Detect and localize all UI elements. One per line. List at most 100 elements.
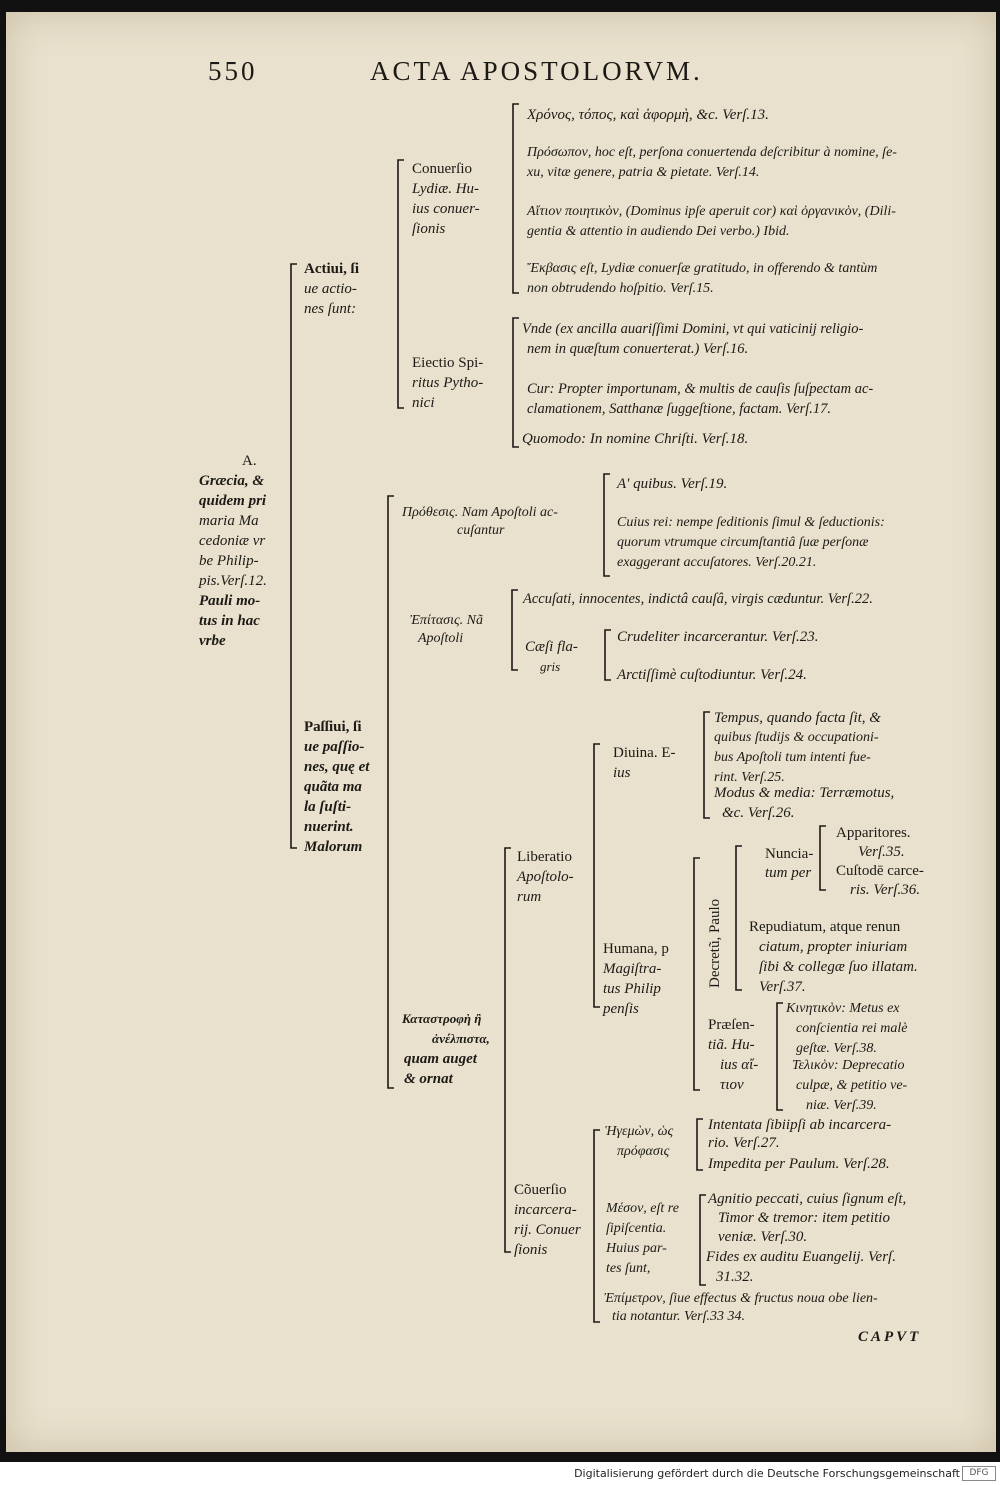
- epitasis-crudeliter: Crudeliter incarcerantur. Verſ.23.: [617, 629, 819, 645]
- nunciatum-label-1: tum per: [765, 865, 812, 881]
- bracket-nunciatum: [819, 825, 826, 891]
- prothesis-item-2b: quorum vtrumque circumſtantiâ ſuæ perſon…: [617, 535, 869, 550]
- eiectio-label-0: Eiectio Spi-: [412, 355, 484, 371]
- passiui-label-2: nes, quę et: [304, 759, 370, 775]
- decretum-label: Decretũ, Paulo: [707, 898, 723, 988]
- meson-label-1: ſipiſcentia.: [606, 1221, 667, 1236]
- actiui-label-1: ue actio-: [304, 281, 357, 297]
- meson-item-2a: Fides ex auditu Euangelij. Verſ.: [706, 1249, 896, 1265]
- conuersio-item-3b: gentia & attentio in audiendo Dei verbo.…: [527, 224, 790, 239]
- telikon-2: niæ. Verſ.39.: [806, 1098, 877, 1113]
- conuersio-item-2b: xu, vitæ genere, patria & pietate. Verſ.…: [527, 165, 760, 180]
- conuersio-label-2: ius conuer-: [412, 201, 480, 217]
- hegemon-label-0: Ἡγεμὼν, ὡς: [605, 1124, 674, 1139]
- bracket-katastrophe: [504, 847, 511, 1253]
- hegemon-label-1: πρόφασις: [617, 1144, 670, 1159]
- eiectio-item-1a: Vnde (ex ancilla auariſſimi Domini, vt q…: [522, 321, 864, 337]
- footer-credit: Digitalisierung gefördert durch die Deut…: [574, 1467, 960, 1480]
- root-label-0: A.: [242, 453, 257, 469]
- bracket-decretum: [735, 845, 742, 991]
- repudiatum-3: Verſ.37.: [759, 979, 806, 995]
- epitasis-arctissime: Arctiſſimè cuſtodiuntur. Verſ.24.: [617, 667, 807, 683]
- meson-label-0: Μέσον, eſt re: [606, 1201, 679, 1216]
- bracket-prothesis: [603, 473, 610, 577]
- bracket-passiui: [387, 495, 394, 1089]
- repudiatum-2: ſibi & collegæ ſuo illatam.: [759, 959, 918, 975]
- liberatio-label-0: Liberatio: [517, 849, 572, 865]
- root-label-2: quidem pri: [199, 493, 267, 509]
- praesentia-0: Præſen-: [708, 1017, 755, 1033]
- epitasis-accusati: Accuſati, innocentes, indictâ cauſâ, vir…: [523, 591, 873, 607]
- repudiatum-1: ciatum, propter iniuriam: [759, 939, 908, 955]
- diuina-tempus-1: quibus ſtudijs & occupationi-: [714, 730, 879, 745]
- eiectio-item-2a: Cur: Propter importunam, & multis de cau…: [527, 381, 874, 397]
- meson-item-1c: veniæ. Verſ.30.: [718, 1229, 808, 1245]
- prothesis-label-0: Πρόθεσις. Nam Apoſtoli ac-: [402, 505, 558, 520]
- epitasis-label-0: Ἐπίτασις. Nã: [410, 613, 483, 628]
- praesentia-1: tiã. Hu-: [708, 1037, 755, 1053]
- liberatio-label-2: rum: [517, 889, 542, 905]
- root-label-6: pis.Verſ.12.: [199, 573, 267, 589]
- footer-bar: Digitalisierung gefördert durch die Deut…: [0, 1462, 1000, 1485]
- katastrophe-label-3: & ornat: [404, 1071, 453, 1087]
- conuersio-item-1: Χρόνος, τόπος, καὶ ἀφορμὴ, &c. Verſ.13.: [527, 107, 769, 123]
- catchword: CAPVT: [858, 1329, 922, 1345]
- passiui-label-3: quãta ma: [304, 779, 362, 795]
- diuina-tempus-0: Tempus, quando facta ſit, &: [714, 710, 881, 726]
- bracket-meson: [699, 1194, 706, 1286]
- humana-label-2: tus Philip: [603, 981, 661, 997]
- humana-label-1: Magiſtra-: [603, 961, 662, 977]
- dfg-logo: DFG: [962, 1466, 996, 1481]
- kinetikon-0: Κινητικὸν: Metus ex: [786, 1001, 900, 1016]
- hegemon-item-2: Impedita per Paulum. Verſ.28.: [708, 1156, 890, 1172]
- epitasis-label-1: Apoſtoli: [418, 631, 464, 646]
- apparitores-0: Apparitores.: [836, 825, 911, 841]
- root-label-9: vrbe: [199, 633, 226, 649]
- liberatio-label-1: Apoſtolo-: [517, 869, 574, 885]
- prothesis-item-1: A' quibus. Verſ.19.: [617, 476, 728, 492]
- bracket-hegemon: [696, 1118, 703, 1171]
- couersio-label-3: ſionis: [514, 1242, 548, 1258]
- actiui-label-0: Actiui, ſi: [304, 261, 359, 277]
- eiectio-label-2: nici: [412, 395, 435, 411]
- passiui-label-4: la ſuſti-: [304, 799, 352, 815]
- meson-item-1b: Timor & tremor: item petitio: [718, 1210, 890, 1226]
- root-label-4: cedoniæ vr: [199, 533, 266, 549]
- praesentia-3: τιον: [720, 1077, 744, 1093]
- bracket-actiui: [397, 159, 404, 409]
- prothesis-label-1: cuſantur: [457, 523, 505, 538]
- root-label-5: be Philip-: [199, 553, 259, 569]
- diuina-tempus-3: rint. Verſ.25.: [714, 770, 785, 785]
- bracket-humana: [693, 857, 700, 1091]
- passiui-label-5: nuerint.: [304, 819, 354, 835]
- couersio-label-2: rij. Conuer: [514, 1222, 581, 1238]
- conuersio-item-4a: Ἔκβασις eſt, Lydiæ conuerſæ gratitudo, i…: [527, 261, 878, 276]
- bracket-epitasis: [511, 589, 518, 671]
- actiui-label-2: nes ſunt:: [304, 301, 357, 317]
- telikon-0: Τελικὸν: Deprecatio: [792, 1058, 905, 1073]
- conuersio-label-0: Conuerſio: [412, 161, 472, 177]
- bracket-root: [290, 263, 297, 849]
- couersio-label-0: Cõuerſio: [514, 1182, 567, 1198]
- root-label-8: tus in hac: [199, 613, 260, 629]
- custode-0: Cuſtodē carce-: [836, 863, 924, 879]
- diuina-modus-0: Modus & media: Terræmotus,: [714, 785, 895, 801]
- bracket-eiectio: [512, 317, 519, 448]
- kinetikon-2: geſtæ. Verſ.38.: [796, 1041, 877, 1056]
- caesi-label-1: gris: [540, 659, 561, 674]
- bracket-praesentia: [776, 1002, 783, 1111]
- prothesis-item-2a: Cuius rei: nempe ſeditionis ſimul & ſedu…: [617, 515, 885, 530]
- repudiatum-0: Repudiatum, atque renun: [749, 919, 901, 935]
- bracket-caesi: [604, 629, 611, 681]
- running-title: ACTA APOSTOLORVM.: [370, 56, 703, 86]
- meson-label-3: tes ſunt,: [606, 1261, 651, 1276]
- katastrophe-label-0: Καταστροφὴ ἢ: [402, 1011, 482, 1026]
- caesi-label-0: Cæſi fla-: [525, 639, 578, 655]
- eiectio-item-2b: clamationem, Satthanæ ſuggeſtione, facta…: [527, 401, 832, 417]
- page-number: 550: [208, 56, 258, 86]
- bracket-conuersio: [512, 103, 519, 294]
- meson-label-2: Huius par-: [606, 1241, 667, 1256]
- bracket-couersio: [593, 1129, 600, 1323]
- passiui-label-1: ue paſſio-: [304, 739, 365, 755]
